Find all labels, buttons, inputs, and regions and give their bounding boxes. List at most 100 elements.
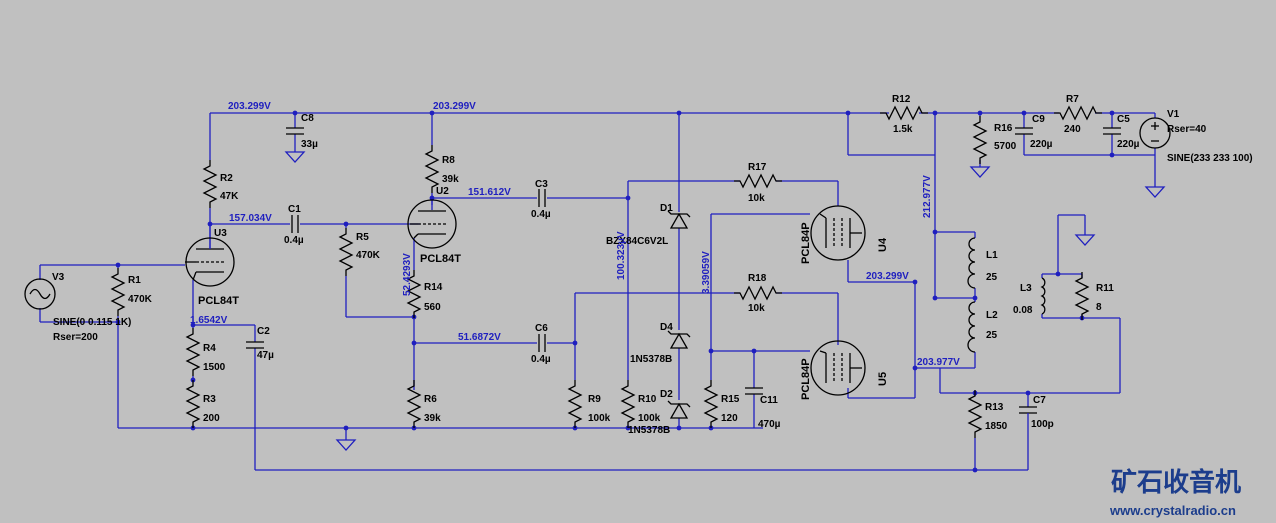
tube-u2: [407, 199, 457, 249]
capacitor-c7: [1019, 406, 1037, 417]
voltage-u4-screen: 203.299V: [866, 271, 909, 282]
watermark-url: www.crystalradio.cn: [1109, 503, 1236, 518]
label-r14-name: R14: [424, 282, 443, 293]
capacitor-c6: [538, 334, 546, 352]
label-v3-name: V3: [52, 272, 65, 283]
voltage-u3-cathode: 1.6542V: [190, 315, 228, 326]
resistor-r15: [704, 379, 718, 429]
watermark-brand: 矿石收音机: [1111, 467, 1241, 498]
inductor-l1: [967, 237, 976, 289]
label-r15-name: R15: [721, 394, 740, 405]
inductor-l3: [1040, 277, 1046, 315]
label-l2-value: 25: [986, 330, 998, 341]
voltage-u2-plate: 151.612V: [468, 187, 511, 198]
label-r16-name: R16: [994, 123, 1013, 134]
capacitor-c2: [246, 341, 264, 349]
resistor-r3: [186, 379, 200, 429]
label-r4-value: 1500: [203, 362, 226, 373]
voltage-r12: 212.977V: [922, 175, 933, 218]
label-c11-value: 470µ: [758, 419, 781, 430]
label-r11-name: R11: [1096, 283, 1114, 294]
label-r5-name: R5: [356, 232, 369, 243]
capacitor-c11: [745, 387, 763, 395]
label-u3-name: U3: [214, 228, 227, 239]
label-r10-name: R10: [638, 394, 657, 405]
label-c5-name: C5: [1117, 114, 1130, 125]
resistor-r10: [621, 379, 635, 429]
label-r18-value: 10k: [748, 303, 765, 314]
tube-u5: [810, 340, 866, 396]
resistor-r9: [568, 379, 582, 429]
label-l1-value: 25: [986, 272, 998, 283]
label-r6-name: R6: [424, 394, 437, 405]
voltage-top-mid: 203.299V: [433, 101, 476, 112]
label-c3-name: C3: [535, 179, 548, 190]
label-d2-value: 1N5378B: [628, 425, 670, 436]
label-c7-value: 100p: [1031, 419, 1054, 430]
inductor-l2: [967, 301, 976, 353]
label-c3-value: 0.4µ: [531, 209, 551, 220]
label-r8-name: R8: [442, 155, 455, 166]
label-r3-name: R3: [203, 394, 216, 405]
tube-u4: [810, 205, 866, 261]
label-u4-name: U4: [877, 237, 889, 252]
label-r7-name: R7: [1066, 94, 1079, 105]
label-v1-param: Rser=40: [1167, 124, 1207, 135]
label-r7-value: 240: [1064, 124, 1081, 135]
capacitor-c1: [291, 215, 299, 233]
resistor-r11: [1075, 271, 1089, 321]
label-l3-value: 0.08: [1013, 305, 1033, 316]
label-d2-name: D2: [660, 389, 673, 400]
label-r9-name: R9: [588, 394, 601, 405]
resistor-r1: [111, 267, 125, 317]
voltage-u2-cathode: 52.4293V: [402, 253, 413, 296]
label-r4-name: R4: [203, 343, 216, 354]
label-r8-value: 39k: [442, 174, 459, 185]
label-r1-name: R1: [128, 275, 141, 286]
label-v3-param: Rser=200: [53, 332, 98, 343]
label-v1-value: SINE(233 233 100): [1167, 153, 1253, 164]
label-u3-value: PCL84T: [198, 295, 239, 307]
resistor-r17: [733, 174, 783, 188]
label-c5-value: 220µ: [1117, 139, 1140, 150]
capacitor-c9: [1015, 127, 1033, 135]
label-l2-name: L2: [986, 310, 998, 321]
resistor-r4: [186, 327, 200, 377]
capacitor-c3: [538, 189, 546, 207]
label-r1-value: 470K: [128, 294, 153, 305]
label-r10-value: 100k: [638, 413, 661, 424]
junction-dots: [115, 110, 1115, 473]
voltage-d4: 3.39059V: [701, 251, 712, 294]
label-d1-name: D1: [660, 203, 673, 214]
source-v3: [24, 278, 56, 310]
label-r12-value: 1.5k: [893, 124, 913, 135]
voltage-labels: 203.299V 203.299V 157.034V 151.612V 1.65…: [190, 101, 960, 368]
label-c9-name: C9: [1032, 114, 1045, 125]
resistor-r7: [1053, 106, 1103, 120]
label-r2-value: 47K: [220, 191, 239, 202]
label-r6-value: 39k: [424, 413, 441, 424]
label-r13-value: 1850: [985, 421, 1008, 432]
capacitor-c5: [1103, 127, 1121, 135]
label-r12-name: R12: [892, 94, 911, 105]
resistor-r16: [973, 115, 987, 165]
label-c2-value: 47µ: [257, 350, 274, 361]
component-labels: R1 470K R2 47K R3 200 R4 1500 R5 470K R6…: [52, 94, 1253, 436]
voltage-u5-plate: 203.977V: [917, 357, 960, 368]
label-c1-name: C1: [288, 204, 301, 215]
label-c7-name: C7: [1033, 395, 1046, 406]
label-u4-value: PCL84P: [800, 222, 812, 264]
zener-d4: [667, 330, 691, 349]
label-u5-name: U5: [877, 372, 889, 386]
label-r14-value: 560: [424, 302, 441, 313]
label-r9-value: 100k: [588, 413, 611, 424]
source-v1: [1139, 117, 1171, 149]
capacitor-c8: [286, 127, 304, 135]
label-v1-name: V1: [1167, 109, 1180, 120]
label-r18-name: R18: [748, 273, 767, 284]
label-c9-value: 220µ: [1030, 139, 1053, 150]
label-c8-value: 33µ: [301, 139, 318, 150]
voltage-top-left: 203.299V: [228, 101, 271, 112]
watermark: 矿石收音机 www.crystalradio.cn: [1109, 467, 1241, 518]
